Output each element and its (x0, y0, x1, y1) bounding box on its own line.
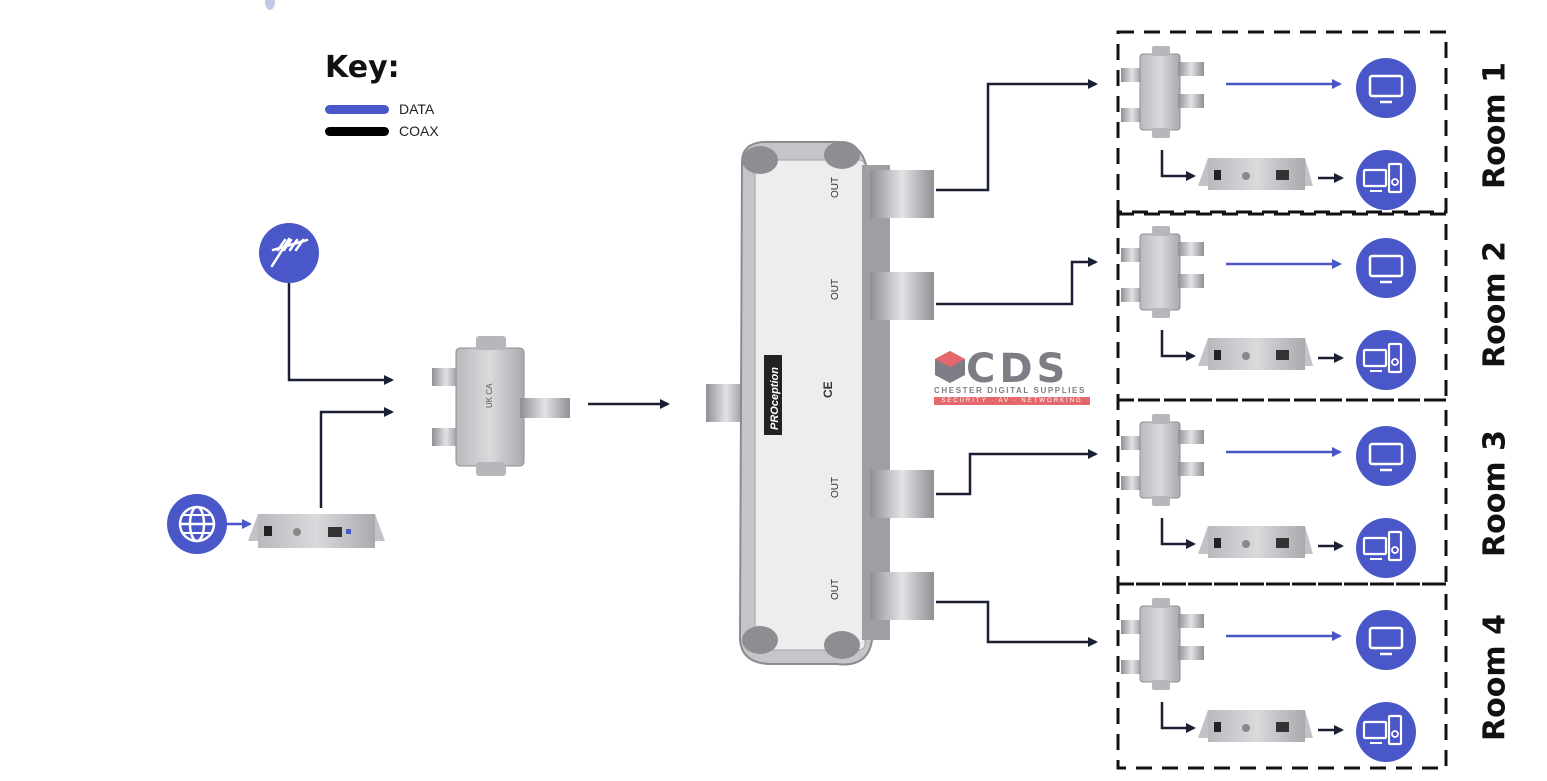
input-diplexer: UK CA (432, 336, 570, 476)
coax-line-room-2 (936, 257, 1098, 306)
key-title: Key: (325, 50, 400, 85)
room-1-modem (1198, 158, 1313, 190)
room-label-4: Room 4 (1477, 614, 1513, 741)
cds-title: CDS (966, 346, 1070, 392)
room-4-diplexer (1121, 598, 1204, 690)
key-row-coax: COAX (325, 123, 439, 139)
decorative-blob (265, 0, 275, 10)
key-row-data: DATA (325, 101, 435, 117)
room-2-diplexer (1121, 226, 1204, 318)
key-label-data: DATA (399, 101, 435, 117)
computer-icon (1356, 702, 1416, 762)
room-3-coax-line (1160, 518, 1196, 549)
room-label-2: Room 2 (1477, 241, 1513, 368)
room-label-3: Room 3 (1477, 430, 1513, 557)
room-1-devices (1121, 46, 1416, 210)
room-4-modem (1198, 710, 1313, 742)
cds-subtitle: CHESTER DIGITAL SUPPLIES (934, 386, 1086, 395)
tv-icon (1356, 58, 1416, 118)
tv-icon (1356, 610, 1416, 670)
tv-icon (1356, 426, 1416, 486)
room-box-4 (1116, 582, 1448, 770)
room-2-modem (1198, 338, 1313, 370)
room-1-diplexer (1121, 46, 1204, 138)
room-3-devices (1121, 414, 1416, 578)
coax-line-swatch (325, 126, 389, 136)
coax-line-modem (319, 407, 394, 508)
room-box-1 (1116, 30, 1448, 214)
key-label-coax: COAX (399, 123, 439, 139)
splitter-brand: PROception (769, 367, 781, 430)
coax-line-room-4 (936, 600, 1098, 647)
ce-mark: CE (821, 381, 835, 398)
computer-icon (1356, 518, 1416, 578)
main-splitter (706, 140, 934, 666)
modem-box (248, 514, 385, 548)
port-label-4: OUT (830, 579, 841, 600)
coax-line-room-1 (936, 79, 1098, 192)
coax-line-room-3 (936, 449, 1098, 496)
globe-icon (167, 494, 227, 554)
port-label-1: OUT (830, 177, 841, 198)
room-3-modem (1198, 526, 1313, 558)
room-3-diplexer (1121, 414, 1204, 506)
port-label-2: OUT (830, 279, 841, 300)
computer-icon (1356, 150, 1416, 210)
cds-tagline: SECURITY · AV · NETWORKING (934, 397, 1090, 405)
port-label-3: OUT (830, 477, 841, 498)
room-1-coax-line (1160, 150, 1196, 181)
room-4-coax-line (1160, 702, 1196, 733)
room-2-devices (1121, 226, 1416, 390)
data-line-swatch (325, 104, 389, 114)
room-2-coax-line (1160, 330, 1196, 361)
svg-text:UK CA: UK CA (485, 383, 494, 408)
cds-logo-icon (935, 351, 965, 383)
room-4-devices (1121, 598, 1416, 762)
coax-line-antenna (287, 283, 394, 385)
antenna-icon (259, 223, 319, 283)
room-label-1: Room 1 (1477, 62, 1513, 189)
computer-icon (1356, 330, 1416, 390)
tv-icon (1356, 238, 1416, 298)
